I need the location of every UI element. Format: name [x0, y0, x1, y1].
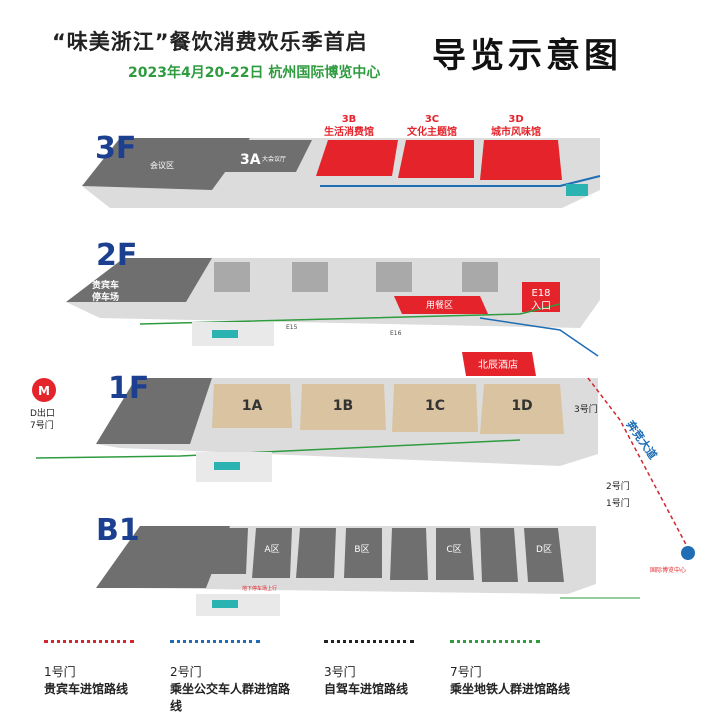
legend-item-gate2: 2号门 乘坐公交车人群进馆路线	[126, 640, 296, 714]
legend-gate7-desc: 乘坐地铁人群进馆路线	[450, 682, 571, 696]
vip-parking-line1: 贵宾车	[92, 279, 119, 291]
vip-parking-line2: 停车场	[92, 291, 119, 303]
floor-2f-dark-area	[66, 258, 212, 302]
metro-exit: D出口	[30, 407, 55, 419]
zone-3a-label: 3A	[240, 152, 261, 168]
legend-gate2-desc: 乘坐公交车人群进馆路线	[170, 682, 291, 713]
gate-7: 7号门	[30, 419, 54, 431]
zone-c: C区	[446, 544, 461, 555]
floor-2f: 贵宾车 停车场 用餐区 E18 入口 E15 E16 2F	[66, 238, 600, 357]
guide-map-title: 导览示意图	[432, 36, 622, 76]
hall-1a	[212, 384, 292, 428]
hall-1d-label: 1D	[511, 398, 532, 414]
route-2-2f	[479, 317, 599, 357]
zone-d: D区	[536, 544, 552, 555]
hall-3c-code: 3C	[425, 114, 439, 125]
floor-b1-dark-area	[96, 526, 230, 588]
floor-3f-label: 3F	[95, 131, 136, 166]
legend-gate2-label: 2号门	[170, 665, 202, 679]
zone-meeting: 会议区	[150, 160, 174, 170]
hall-1b	[300, 384, 386, 430]
floor-3f: 会议区 3A 大会议厅 3B 生活消费馆 3C 文化主题馆 3D 城市风味馆 3…	[82, 114, 601, 208]
legend-gate1-desc: 贵宾车进馆路线	[44, 682, 129, 696]
floor-3f-hall-3c	[398, 140, 474, 178]
floor-3f-hall-3a	[212, 140, 312, 172]
route-legend: 1号门 贵宾车进馆路线 2号门 乘坐公交车人群进馆路线 3号门 自驾车进馆路线 …	[0, 640, 720, 726]
hall-3c-name: 文化主题馆	[407, 125, 457, 138]
entrance-e18	[522, 282, 560, 312]
bus-icon	[681, 546, 695, 560]
hall-1b-label: 1B	[333, 398, 353, 414]
entrance-code: E18	[531, 288, 550, 299]
bus-stop-label: 国际博览中心	[650, 566, 686, 574]
hall-3d-code: 3D	[508, 114, 523, 125]
hall-3b-code: 3B	[342, 114, 357, 125]
gate-1: 1号门	[606, 497, 630, 509]
road-label: 奔竞大道	[623, 417, 660, 462]
floor-3f-meeting-area	[82, 138, 250, 190]
door-e16: E16	[390, 330, 402, 337]
floor-3f-hall-3d	[480, 140, 562, 180]
hall-3d-name: 城市风味馆	[491, 125, 541, 138]
parking-note: 地下停车场上行	[242, 585, 277, 592]
floor-1f-dark-area	[96, 378, 212, 444]
hall-1c	[392, 384, 478, 432]
hall-1d	[480, 384, 564, 434]
zone-b: B区	[354, 544, 369, 555]
route-1-road	[587, 377, 691, 553]
door-e15: E15	[286, 324, 298, 331]
hall-3b-name: 生活消费馆	[324, 125, 374, 138]
floor-1f: M D出口 7号门 1A 1B 1C 1D 北辰酒店 3号门 2号门 1号门 奔…	[30, 352, 695, 574]
floor-b1-label: B1	[96, 513, 140, 548]
event-title: “味美浙江”餐饮消费欢乐季首启	[52, 30, 368, 54]
legend-item-gate3: 3号门 自驾车进馆路线	[280, 640, 450, 697]
floor-3f-route	[320, 175, 601, 187]
hall-1c-label: 1C	[425, 398, 445, 414]
legend-item-gate7: 7号门 乘坐地铁人群进馆路线	[406, 640, 576, 697]
route-7-1f	[35, 439, 521, 459]
svg-text:M: M	[38, 384, 50, 398]
legend-gate3-desc: 自驾车进馆路线	[324, 682, 409, 696]
zone-a: A区	[264, 544, 279, 555]
route-7-2f	[139, 303, 561, 325]
dining-label: 用餐区	[426, 299, 453, 311]
gate-3: 3号门	[574, 403, 598, 415]
floor-b1: A区 B区 C区 D区 地下停车场上行 B1	[96, 513, 640, 616]
entrance-name: 入口	[531, 301, 551, 312]
floor-3f-hall-3b	[316, 140, 398, 176]
event-date-venue: 2023年4月20-22日 杭州国际博览中心	[128, 65, 381, 81]
legend-gate1-label: 1号门	[44, 665, 76, 679]
venue-map: 会议区 3A 大会议厅 3B 生活消费馆 3C 文化主题馆 3D 城市风味馆 3…	[30, 114, 695, 616]
gate-2: 2号门	[606, 480, 630, 492]
legend-item-gate1: 1号门 贵宾车进馆路线	[0, 640, 170, 697]
metro-icon	[32, 378, 56, 402]
legend-gate7-label: 7号门	[450, 665, 482, 679]
dining-area	[394, 296, 488, 314]
legend-gate3-label: 3号门	[324, 665, 356, 679]
floor-1f-label: 1F	[108, 371, 149, 406]
floor-2f-label: 2F	[96, 238, 137, 273]
hotel	[462, 352, 536, 376]
hotel-label: 北辰酒店	[478, 358, 518, 371]
hall-1a-label: 1A	[242, 398, 263, 414]
zone-3a-sub: 大会议厅	[262, 155, 286, 163]
